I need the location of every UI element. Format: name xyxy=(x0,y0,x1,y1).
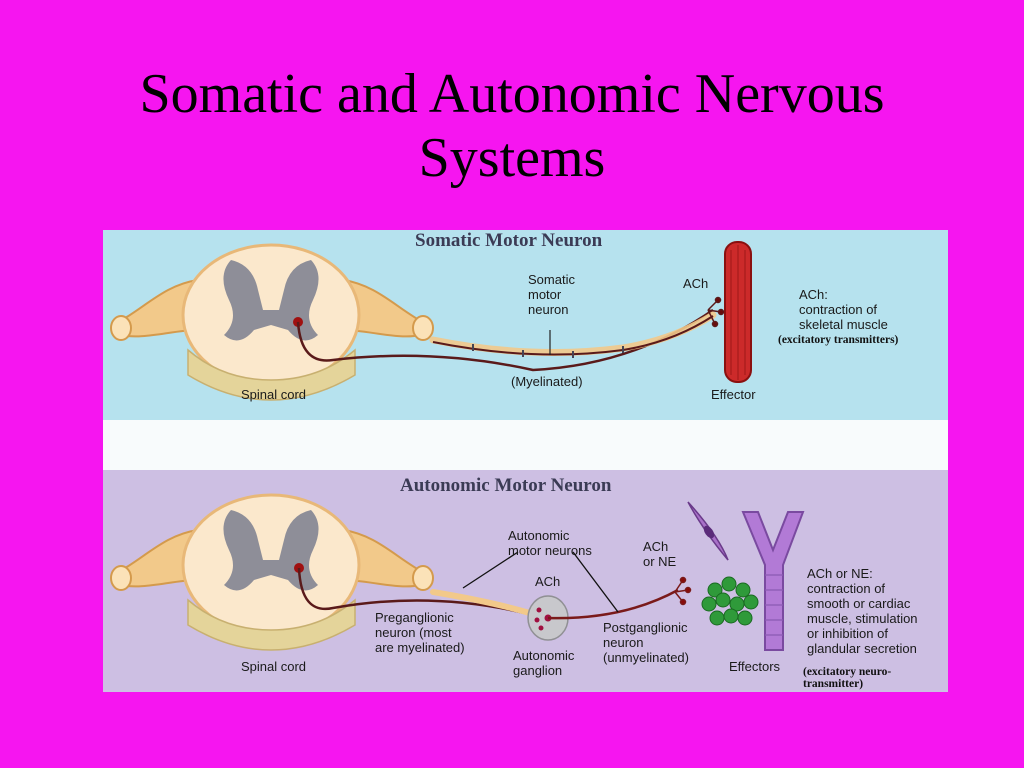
somatic-axon-terminal xyxy=(707,296,725,328)
autonomic-note: (excitatory neuro- transmitter) xyxy=(803,666,892,690)
somatic-neuron-label: Somatic motor neuron xyxy=(528,272,575,317)
somatic-effector-label: Effector xyxy=(711,387,756,402)
blood-vessel xyxy=(741,511,805,651)
autonomic-effect-label: ACh or NE: contraction of smooth or card… xyxy=(807,566,918,656)
panel-divider xyxy=(103,420,948,470)
preganglionic-label: Preganglionic neuron (most are myelinate… xyxy=(375,610,465,655)
neuron-diagram: Somatic Motor Neuron Somatic motor neuro… xyxy=(103,230,948,692)
myelinated-label: (Myelinated) xyxy=(511,374,583,389)
title-line-2: Systems xyxy=(418,127,606,189)
slide-title: Somatic and Autonomic Nervous Systems xyxy=(0,62,1024,190)
somatic-heading: Somatic Motor Neuron xyxy=(415,230,603,251)
autonomic-axon-terminal xyxy=(674,576,692,606)
diagram-art xyxy=(110,241,805,651)
somatic-spinal-cord xyxy=(110,243,434,401)
autonomic-heading: Autonomic Motor Neuron xyxy=(400,475,612,496)
terminal-ach-ne-label: ACh or NE xyxy=(643,539,677,569)
autonomic-spinal-cord xyxy=(110,493,434,651)
skeletal-muscle-effector xyxy=(724,241,752,383)
somatic-ach-label: ACh xyxy=(683,276,709,291)
gland-cells xyxy=(701,576,759,626)
somatic-note: (excitatory transmitters) xyxy=(778,334,899,346)
title-line-1: Somatic and Autonomic Nervous xyxy=(139,63,885,125)
somatic-spinal-cord-label: Spinal cord xyxy=(241,387,307,402)
autonomic-neurons-label: Autonomic motor neurons xyxy=(508,528,592,558)
somatic-effect-label: ACh: contraction of skeletal muscle xyxy=(799,287,888,332)
ganglion-label: Autonomic ganglion xyxy=(513,648,575,678)
autonomic-spinal-cord-label: Spinal cord xyxy=(241,659,307,674)
effectors-label: Effectors xyxy=(729,659,781,674)
ganglion-ach-label: ACh xyxy=(535,574,561,589)
postganglionic-label: Postganglionic neuron (unmyelinated) xyxy=(603,620,689,665)
